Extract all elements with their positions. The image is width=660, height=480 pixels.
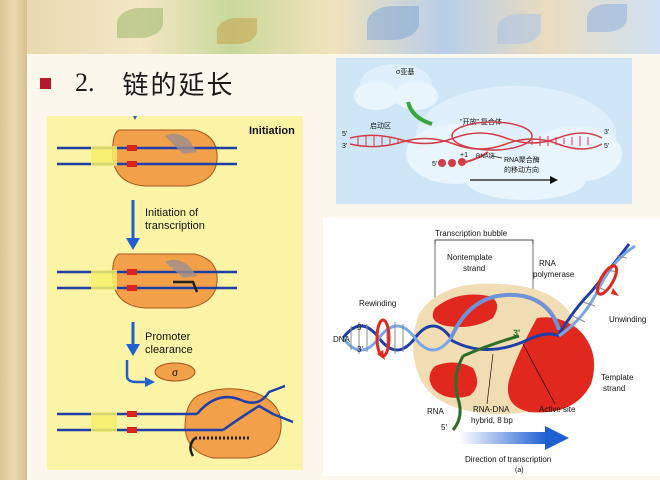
title-number: 2. bbox=[75, 68, 95, 97]
movement-label-line1: RNA聚合酶 bbox=[504, 155, 540, 164]
step-clearance-line2: clearance bbox=[145, 344, 193, 356]
arrow-down bbox=[126, 322, 140, 356]
sigma-subunit bbox=[165, 259, 197, 278]
rewinding-label: Rewinding bbox=[359, 299, 396, 308]
rna-dna-hybrid-label-line2: hybrid, 8 bp bbox=[471, 416, 513, 425]
promoter-site bbox=[127, 427, 137, 433]
sigma-connector bbox=[406, 101, 433, 126]
polymerase-body bbox=[112, 129, 218, 187]
unwound-dna-strand bbox=[196, 384, 286, 415]
template-label-line1: Template bbox=[601, 373, 634, 382]
rna-polymerase-label-line2: polymerase bbox=[533, 270, 575, 279]
open-complex-figure: σ亚基 启动区 "开放" 复合体 5' 3' 3' 5' +1 5' bbox=[336, 58, 632, 204]
rna-chain-label: RNA链 bbox=[476, 152, 495, 160]
sigma-subunit-label: σ亚基 bbox=[396, 67, 414, 76]
nontemplate-label-line2: strand bbox=[463, 264, 485, 273]
step-initiation-line2: transcription bbox=[145, 220, 205, 232]
leaf-decoration bbox=[117, 8, 163, 38]
slide-title: 2. 链的延长 bbox=[40, 66, 235, 101]
movement-label-line2: 的移动方向 bbox=[504, 165, 539, 174]
direction-arrow bbox=[459, 426, 569, 450]
rna-dna-hybrid-label-line1: RNA-DNA bbox=[473, 405, 510, 414]
leaf-decoration bbox=[587, 4, 627, 32]
hybrid-three-prime-label: 3' bbox=[513, 328, 520, 338]
leaf-decoration bbox=[497, 14, 541, 44]
template-label-line2: strand bbox=[603, 384, 625, 393]
step-clearance-line1: Promoter bbox=[145, 331, 191, 343]
plus-one-label: +1 bbox=[460, 152, 468, 159]
decorative-top-banner bbox=[27, 0, 660, 54]
decorative-left-strip bbox=[0, 0, 27, 480]
open-complex-label: "开放" 复合体 bbox=[460, 117, 502, 126]
rna-transcript bbox=[451, 355, 465, 431]
sigma-release-arrow bbox=[125, 360, 155, 387]
transcription-bubble-label: Transcription bubble bbox=[435, 229, 508, 238]
dna-helix-left bbox=[341, 322, 453, 354]
five-prime-label: 5' bbox=[604, 143, 609, 150]
arrow-down bbox=[126, 200, 140, 250]
promoter-region bbox=[91, 412, 117, 432]
rna-transcript bbox=[189, 437, 196, 457]
pointer-line bbox=[486, 353, 494, 405]
promoter-region bbox=[91, 270, 117, 290]
bubble-bracket bbox=[434, 239, 534, 244]
movement-arrow bbox=[470, 176, 558, 184]
active-site-label: Active site bbox=[539, 405, 576, 414]
leaf-decoration bbox=[367, 6, 419, 40]
transcription-bubble-figure: Transcription bubble Nontemplate strand … bbox=[323, 218, 660, 476]
promoter-site bbox=[127, 285, 137, 291]
three-prime-label: 3' bbox=[604, 129, 609, 136]
rna-polymerase-label-line1: RNA bbox=[539, 259, 557, 268]
rna-chain bbox=[438, 151, 489, 167]
dna-double-helix bbox=[349, 121, 603, 151]
promoter-site bbox=[127, 161, 137, 167]
title-bullet bbox=[40, 77, 51, 89]
leaf-decoration bbox=[217, 18, 257, 44]
figure-label: (a) bbox=[515, 467, 524, 474]
five-prime-label: 5' bbox=[432, 161, 437, 168]
unwinding-label: Unwinding bbox=[609, 315, 646, 324]
marker-arrowhead bbox=[133, 116, 137, 120]
sigma-label: σ bbox=[172, 368, 179, 379]
title-text: 链的延长 bbox=[122, 70, 235, 101]
promoter-site bbox=[127, 411, 137, 417]
step-initiation-line1: Initiation of bbox=[145, 207, 199, 219]
promoter-site bbox=[127, 145, 137, 151]
five-prime-label: 5' bbox=[357, 323, 363, 332]
three-prime-label: 3' bbox=[342, 143, 347, 150]
unwound-dna-strand bbox=[222, 404, 294, 432]
direction-label: Direction of transcription bbox=[465, 455, 551, 464]
nontemplate-strand bbox=[449, 292, 561, 339]
initiation-heading: Initiation bbox=[249, 125, 295, 137]
closed-complex-diagram bbox=[57, 129, 237, 187]
pointer-line bbox=[522, 343, 556, 405]
rna-label: RNA bbox=[427, 407, 445, 416]
dna-label: DNA bbox=[333, 335, 351, 344]
sigma-factor bbox=[154, 362, 196, 382]
polymerase-body bbox=[112, 253, 218, 309]
elongation-complex-diagram bbox=[57, 384, 294, 459]
three-prime-label: 3' bbox=[357, 345, 363, 354]
five-prime-label: 5' bbox=[342, 131, 347, 138]
unwinding-arrow-icon bbox=[595, 264, 619, 296]
initiation-figure: Initiation Initiation of transcription bbox=[47, 116, 303, 470]
promoter-region bbox=[91, 146, 117, 166]
nontemplate-label-line1: Nontemplate bbox=[447, 253, 493, 262]
rewinding-arrow-icon bbox=[375, 318, 391, 360]
open-complex-diagram bbox=[57, 253, 237, 309]
template-strand bbox=[450, 332, 560, 352]
promoter-site bbox=[127, 269, 137, 275]
promoter-label: 启动区 bbox=[370, 121, 391, 130]
rna-five-prime-label: 5' bbox=[441, 423, 447, 432]
sigma-subunit bbox=[165, 133, 197, 154]
rna-transcript bbox=[173, 280, 199, 293]
rna-dna-hybrid bbox=[462, 334, 520, 358]
pointer-line bbox=[491, 155, 503, 159]
